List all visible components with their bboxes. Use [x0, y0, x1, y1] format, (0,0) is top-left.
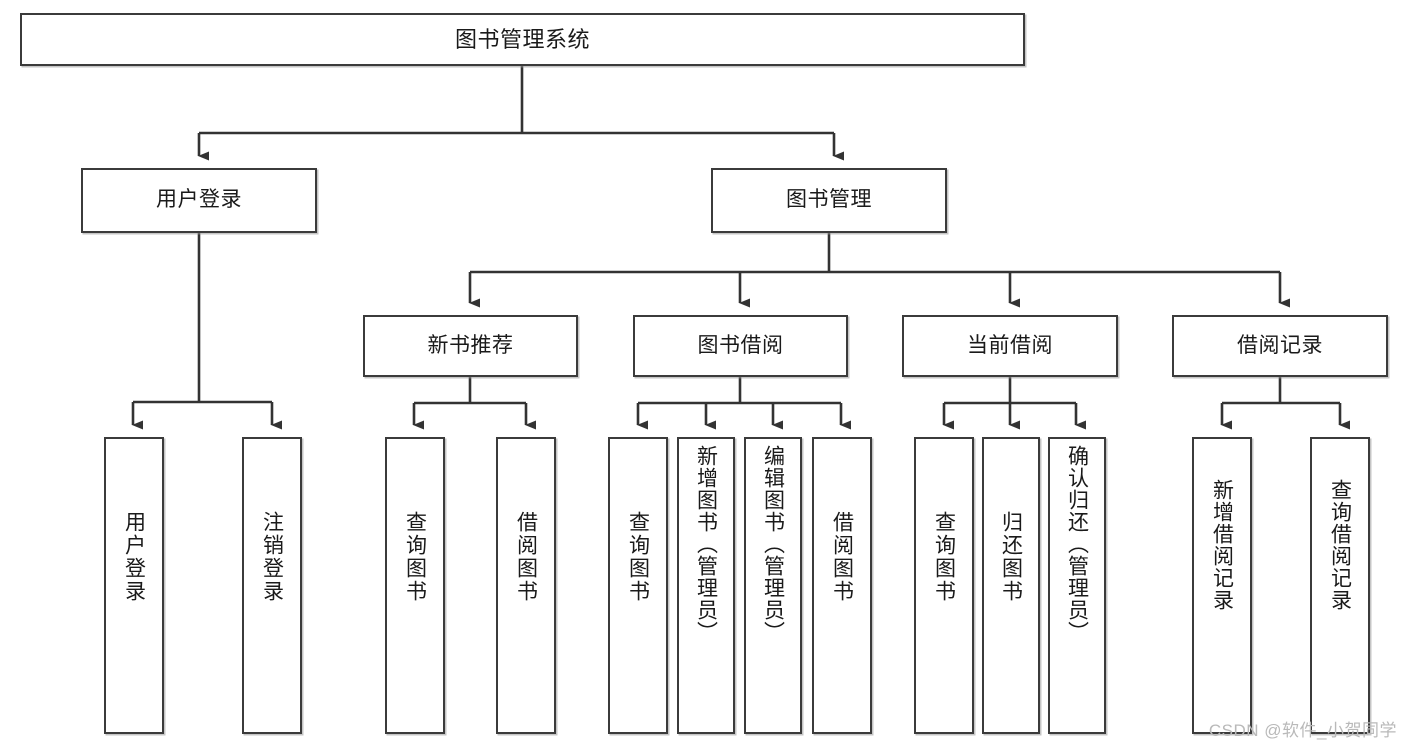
node-leaf-br-query-label: 查询借阅记录	[1328, 479, 1352, 611]
node-root-label: 图书管理系统	[454, 26, 590, 52]
node-new-book-rec-label: 新书推荐	[427, 333, 514, 357]
node-leaf-rec-borrow[interactable]: 借阅图书	[496, 437, 556, 734]
node-leaf-br-add-label: 新增借阅记录	[1210, 479, 1234, 611]
node-leaf-bb-borrow[interactable]: 借阅图书	[812, 437, 872, 734]
node-leaf-rec-borrow-label: 借阅图书	[514, 511, 538, 603]
node-borrow-record-label: 借阅记录	[1237, 333, 1323, 357]
node-leaf-cb-query-label: 查询图书	[932, 511, 956, 603]
node-leaf-cb-confirm[interactable]: 确认归还（管理员）	[1048, 437, 1106, 734]
node-leaf-cb-return[interactable]: 归还图书	[982, 437, 1040, 734]
node-leaf-bb-add[interactable]: 新增图书（管理员）	[677, 437, 735, 734]
node-leaf-bb-query-label: 查询图书	[626, 511, 650, 603]
node-book-manage[interactable]: 图书管理	[711, 168, 947, 233]
node-leaf-br-query[interactable]: 查询借阅记录	[1310, 437, 1370, 734]
node-leaf-bb-borrow-label: 借阅图书	[830, 511, 854, 603]
node-borrow-record[interactable]: 借阅记录	[1172, 315, 1388, 377]
watermark-text: CSDN @软件_小贺同学	[1208, 721, 1397, 740]
node-leaf-user-login[interactable]: 用户登录	[104, 437, 164, 734]
node-root[interactable]: 图书管理系统	[20, 13, 1025, 66]
node-leaf-rec-query-label: 查询图书	[403, 511, 427, 603]
node-leaf-br-add[interactable]: 新增借阅记录	[1192, 437, 1252, 734]
node-current-borrow-label: 当前借阅	[967, 333, 1053, 357]
node-leaf-cb-confirm-label: 确认归还（管理员）	[1065, 445, 1089, 643]
node-leaf-bb-add-label: 新增图书（管理员）	[694, 445, 718, 643]
node-leaf-bb-query[interactable]: 查询图书	[608, 437, 668, 734]
node-leaf-rec-query[interactable]: 查询图书	[385, 437, 445, 734]
node-current-borrow[interactable]: 当前借阅	[902, 315, 1118, 377]
node-book-manage-label: 图书管理	[786, 188, 872, 212]
node-leaf-cb-return-label: 归还图书	[999, 511, 1023, 603]
node-leaf-bb-edit[interactable]: 编辑图书（管理员）	[744, 437, 802, 734]
node-user-login-label: 用户登录	[156, 188, 242, 212]
node-leaf-user-login-label: 用户登录	[122, 511, 146, 603]
node-book-borrow-label: 图书借阅	[697, 333, 784, 357]
node-leaf-logout-label: 注销登录	[260, 511, 284, 603]
node-book-borrow[interactable]: 图书借阅	[633, 315, 848, 377]
node-leaf-bb-edit-label: 编辑图书（管理员）	[761, 445, 785, 643]
node-user-login[interactable]: 用户登录	[81, 168, 317, 233]
node-leaf-cb-query[interactable]: 查询图书	[914, 437, 974, 734]
node-leaf-logout[interactable]: 注销登录	[242, 437, 302, 734]
node-new-book-rec[interactable]: 新书推荐	[363, 315, 578, 377]
